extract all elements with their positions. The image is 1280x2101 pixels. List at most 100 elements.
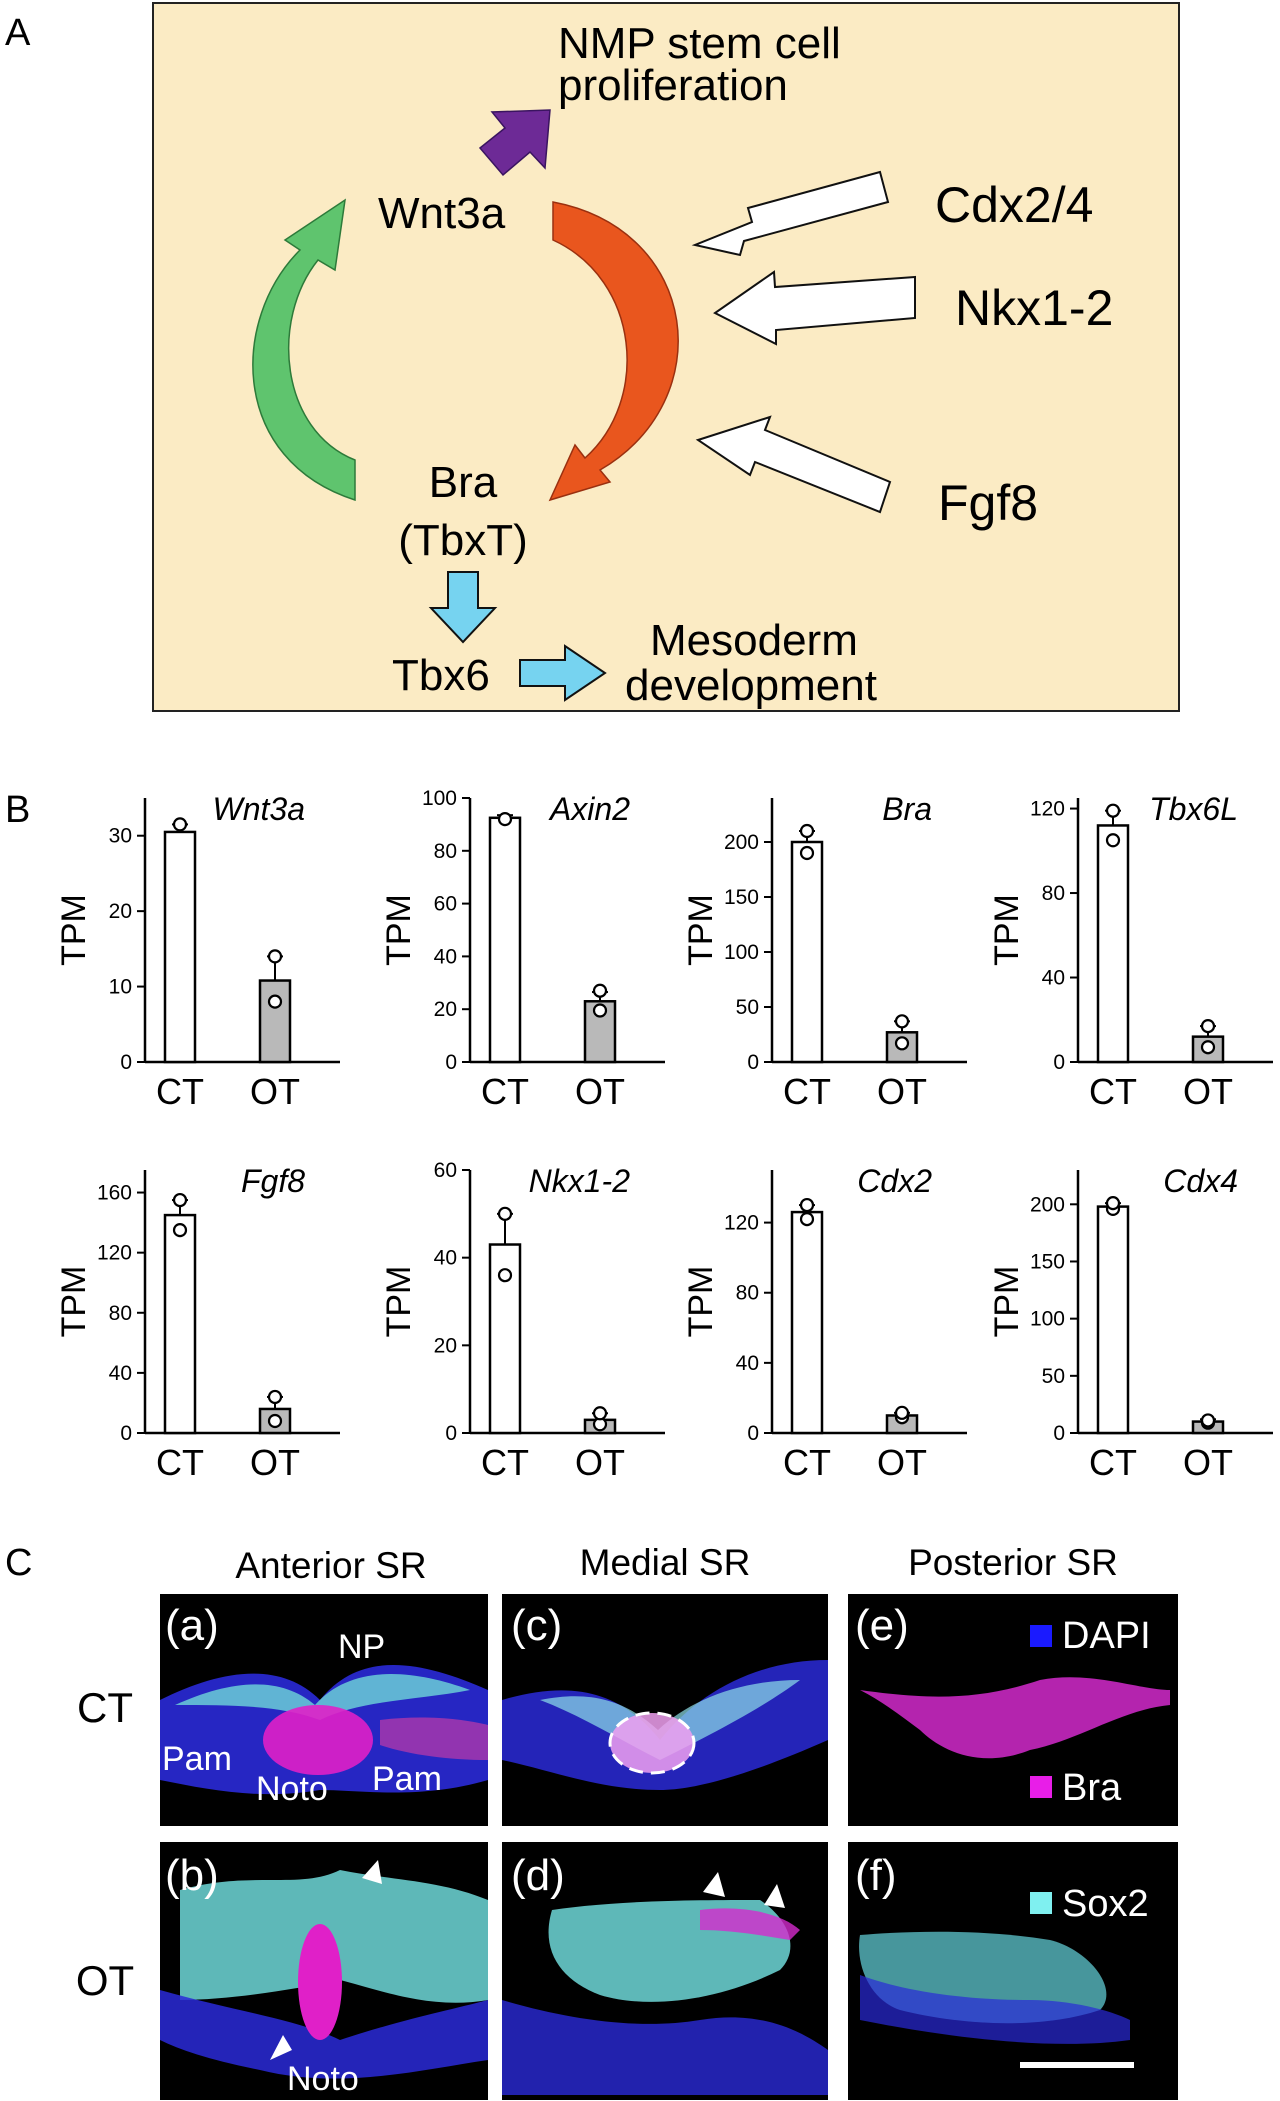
subpanel-label-c: (c) bbox=[511, 1601, 562, 1650]
subpanel-label-f: (f) bbox=[855, 1851, 897, 1900]
legend-swatch-dapi bbox=[1030, 1625, 1052, 1647]
category-label-axin2-ot: OT bbox=[575, 1071, 625, 1112]
data-point-cdx2 bbox=[799, 1211, 815, 1227]
subpanel-label-d: (d) bbox=[511, 1851, 565, 1900]
y-axis-label-cdx4: TPM bbox=[988, 1266, 1026, 1338]
category-label-fgf8-ot: OT bbox=[250, 1442, 300, 1483]
y-tick-label-cdx4: 100 bbox=[1030, 1308, 1065, 1331]
category-label-tbx6l-ot: OT bbox=[1183, 1071, 1233, 1112]
data-point-wnt3a bbox=[267, 949, 283, 964]
purple-arrow bbox=[478, 109, 551, 177]
y-tick-label-axin2: 20 bbox=[434, 998, 457, 1021]
y-tick-label-cdx2: 120 bbox=[724, 1212, 759, 1235]
tbx6-label: Tbx6 bbox=[392, 651, 490, 700]
micrograph-b bbox=[160, 1842, 488, 2100]
data-point-cdx4 bbox=[1105, 1196, 1121, 1211]
y-tick-label-tbx6l: 0 bbox=[1053, 1051, 1065, 1074]
nmp-label-line2: proliferation bbox=[558, 61, 788, 110]
data-point-wnt3a bbox=[267, 994, 283, 1009]
bra-label-line1: Bra bbox=[429, 458, 498, 507]
data-point-bra bbox=[894, 1036, 910, 1051]
bar-wnt3a-ct bbox=[163, 830, 197, 1064]
data-point-bra bbox=[894, 1014, 910, 1029]
white-arrow-cdx bbox=[691, 170, 890, 257]
y-tick-label-axin2: 0 bbox=[445, 1051, 457, 1074]
category-label-bra-ct: CT bbox=[783, 1071, 831, 1112]
annotation-np: NP bbox=[338, 1628, 385, 1666]
annotation-pam-left: Pam bbox=[162, 1740, 232, 1778]
y-tick-label-fgf8: 160 bbox=[97, 1182, 132, 1205]
data-point-tbx6l bbox=[1105, 803, 1121, 818]
category-label-wnt3a-ot: OT bbox=[250, 1071, 300, 1112]
y-tick-label-wnt3a: 20 bbox=[109, 900, 132, 923]
bar-fgf8-ct bbox=[163, 1213, 197, 1435]
data-point-bra bbox=[799, 845, 815, 861]
panel-label-c: C bbox=[5, 1542, 32, 1584]
y-tick-label-wnt3a: 30 bbox=[109, 825, 132, 848]
category-label-fgf8-ct: CT bbox=[156, 1442, 204, 1483]
y-tick-label-nkx1-2: 20 bbox=[434, 1334, 457, 1357]
y-tick-label-cdx4: 50 bbox=[1042, 1365, 1065, 1388]
annotation-pam-right: Pam bbox=[372, 1760, 442, 1798]
data-point-nkx1-2 bbox=[592, 1406, 608, 1421]
legend-label-sox2: Sox2 bbox=[1062, 1883, 1149, 1925]
wnt3a-label: Wnt3a bbox=[378, 189, 506, 238]
y-tick-label-cdx4: 200 bbox=[1030, 1193, 1065, 1216]
chart-title-wnt3a: Wnt3a bbox=[213, 791, 305, 827]
panel-label-a: A bbox=[5, 12, 31, 54]
data-point-fgf8 bbox=[172, 1223, 188, 1238]
white-arrow-nkx bbox=[713, 270, 916, 346]
data-point-axin2 bbox=[592, 983, 608, 998]
column-label-posterior: Posterior SR bbox=[908, 1542, 1118, 1583]
subpanel-label-b: (b) bbox=[165, 1851, 219, 1900]
nmp-label-line1: NMP stem cell bbox=[558, 19, 841, 68]
annotation-noto-a: Noto bbox=[256, 1770, 328, 1808]
y-axis-label-tbx6l: TPM bbox=[988, 894, 1026, 966]
y-tick-label-fgf8: 40 bbox=[109, 1362, 132, 1385]
y-tick-label-bra: 200 bbox=[724, 831, 759, 854]
data-point-tbx6l bbox=[1200, 1040, 1216, 1055]
chart-title-cdx2: Cdx2 bbox=[857, 1163, 932, 1199]
category-label-cdx4-ct: CT bbox=[1089, 1442, 1137, 1483]
chart-title-cdx4: Cdx4 bbox=[1163, 1163, 1238, 1199]
subpanel-label-e: (e) bbox=[855, 1601, 909, 1650]
row-label-ot: OT bbox=[76, 1957, 134, 2004]
data-point-cdx2 bbox=[894, 1405, 910, 1420]
bar-axin2-ot bbox=[583, 1000, 617, 1064]
y-axis-label-fgf8: TPM bbox=[55, 1266, 93, 1338]
y-tick-label-cdx2: 40 bbox=[736, 1352, 759, 1375]
data-point-nkx1-2 bbox=[497, 1268, 513, 1283]
data-point-wnt3a bbox=[172, 817, 188, 832]
column-label-anterior: Anterior SR bbox=[235, 1545, 426, 1586]
y-tick-label-tbx6l: 40 bbox=[1042, 967, 1065, 990]
white-arrow-fgf8 bbox=[695, 415, 892, 514]
category-label-nkx1-2-ot: OT bbox=[575, 1442, 625, 1483]
y-tick-label-bra: 150 bbox=[724, 886, 759, 909]
y-tick-label-nkx1-2: 60 bbox=[434, 1159, 457, 1182]
y-axis-label-wnt3a: TPM bbox=[55, 894, 93, 966]
bar-wnt3a-ot bbox=[258, 979, 292, 1064]
data-point-nkx1-2 bbox=[497, 1206, 513, 1221]
bar-axin2-ct bbox=[488, 816, 522, 1064]
category-label-wnt3a-ct: CT bbox=[156, 1071, 204, 1112]
green-feedback-arrow bbox=[252, 198, 356, 502]
mesoderm-label-line1: Mesoderm bbox=[650, 616, 858, 665]
category-label-tbx6l-ct: CT bbox=[1089, 1071, 1137, 1112]
chart-title-nkx1-2: Nkx1-2 bbox=[529, 1163, 631, 1199]
mesoderm-label-line2: development bbox=[625, 661, 877, 710]
y-tick-label-cdx2: 80 bbox=[736, 1282, 759, 1305]
category-label-cdx2-ot: OT bbox=[877, 1442, 927, 1483]
y-tick-label-axin2: 60 bbox=[434, 893, 457, 916]
y-tick-label-axin2: 80 bbox=[434, 840, 457, 863]
y-tick-label-axin2: 100 bbox=[422, 787, 457, 810]
fgf8-label: Fgf8 bbox=[938, 475, 1038, 531]
y-tick-label-wnt3a: 10 bbox=[109, 976, 132, 999]
data-point-cdx2 bbox=[799, 1197, 815, 1213]
data-point-tbx6l bbox=[1200, 1018, 1216, 1034]
annotation-noto-b: Noto bbox=[287, 2060, 359, 2098]
y-tick-label-bra: 100 bbox=[724, 941, 759, 964]
data-point-fgf8 bbox=[172, 1192, 188, 1208]
cyan-right-arrow bbox=[519, 644, 607, 702]
data-point-axin2 bbox=[497, 812, 513, 827]
